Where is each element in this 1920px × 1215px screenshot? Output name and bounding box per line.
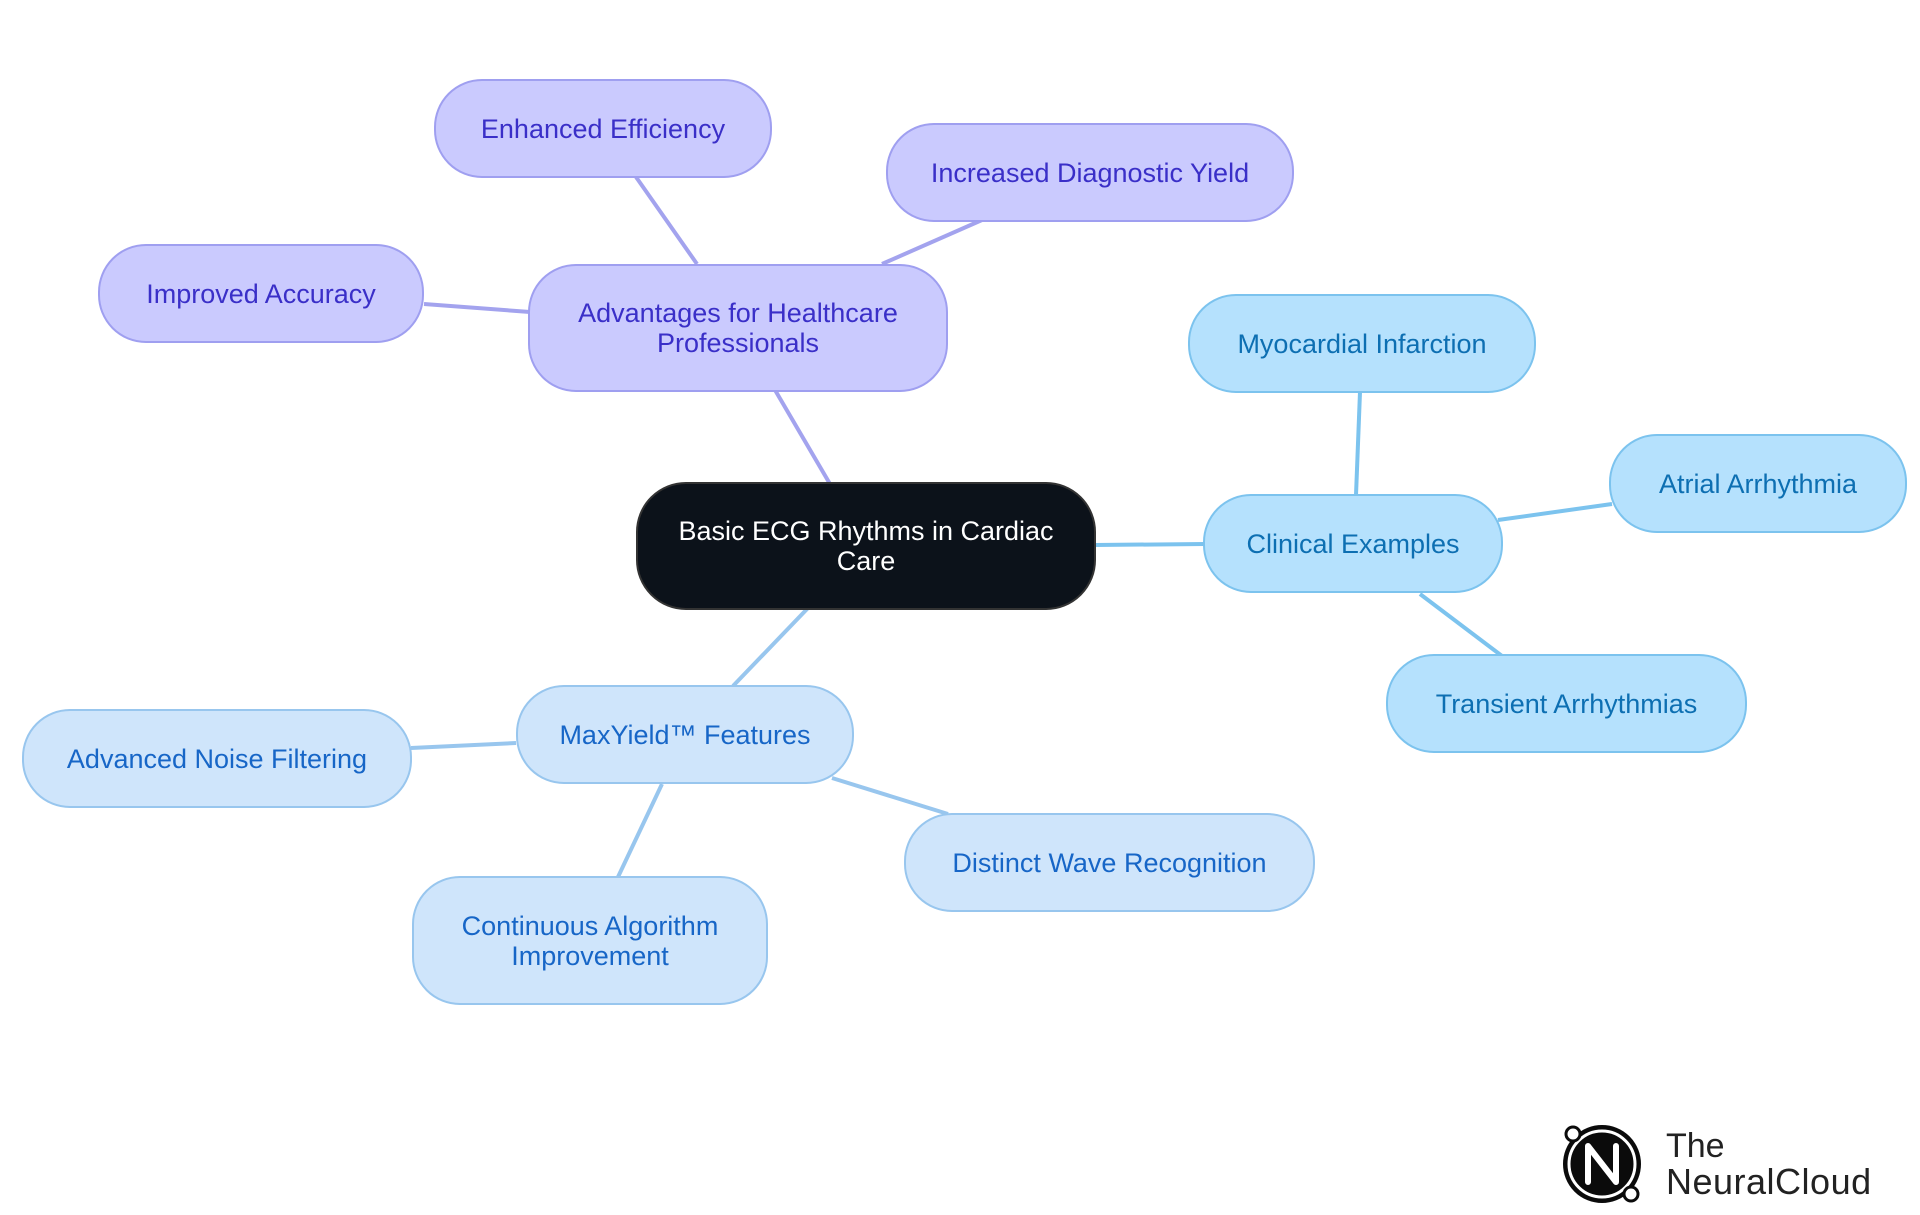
leaf-atrial-arrhythmia-node[interactable]: Atrial Arrhythmia: [1609, 434, 1907, 533]
leaf-advanced-noise-filtering-node[interactable]: Advanced Noise Filtering: [22, 709, 412, 808]
connector-advantages-yield: [881, 218, 983, 266]
connector-root-advantages: [773, 388, 832, 486]
leaf-myocardial-infarction-node[interactable]: Myocardial Infarction: [1188, 294, 1536, 393]
branch-clinical-examples-node[interactable]: Clinical Examples: [1203, 494, 1503, 593]
brand-wordmark: The NeuralCloud: [1666, 1128, 1872, 1200]
connector-maxyield-noise: [410, 741, 517, 750]
leaf-continuous-algorithm-improvement-node[interactable]: Continuous Algorithm Improvement: [412, 876, 768, 1005]
brand-line2: NeuralCloud: [1666, 1161, 1872, 1202]
branch-advantages-node[interactable]: Advantages for Healthcare Professionals: [528, 264, 948, 392]
connector-advantages-accuracy: [423, 302, 531, 314]
root-node[interactable]: Basic ECG Rhythms in Cardiac Care: [636, 482, 1096, 610]
leaf-distinct-wave-recognition-node[interactable]: Distinct Wave Recognition: [904, 813, 1315, 912]
branch-maxyield-features-node[interactable]: MaxYield™ Features: [516, 685, 854, 784]
leaf-transient-arrhythmias-node[interactable]: Transient Arrhythmias: [1386, 654, 1747, 753]
leaf-improved-accuracy-node[interactable]: Improved Accuracy: [98, 244, 424, 343]
brand-line1: The: [1666, 1127, 1725, 1165]
leaf-enhanced-efficiency-node[interactable]: Enhanced Efficiency: [434, 79, 772, 178]
connector-advantages-efficiency: [634, 175, 699, 266]
connector-clinical-atrial: [1497, 502, 1613, 522]
connector-root-clinical: [1094, 542, 1206, 547]
connector-maxyield-wave: [831, 776, 949, 816]
connector-clinical-mi: [1354, 391, 1362, 496]
connector-root-maxyield: [731, 606, 810, 688]
connector-maxyield-algorithm: [616, 783, 664, 878]
connector-clinical-transient: [1418, 592, 1504, 658]
neuralcloud-logo-icon: [1563, 1125, 1641, 1203]
leaf-increased-diagnostic-yield-node[interactable]: Increased Diagnostic Yield: [886, 123, 1294, 222]
